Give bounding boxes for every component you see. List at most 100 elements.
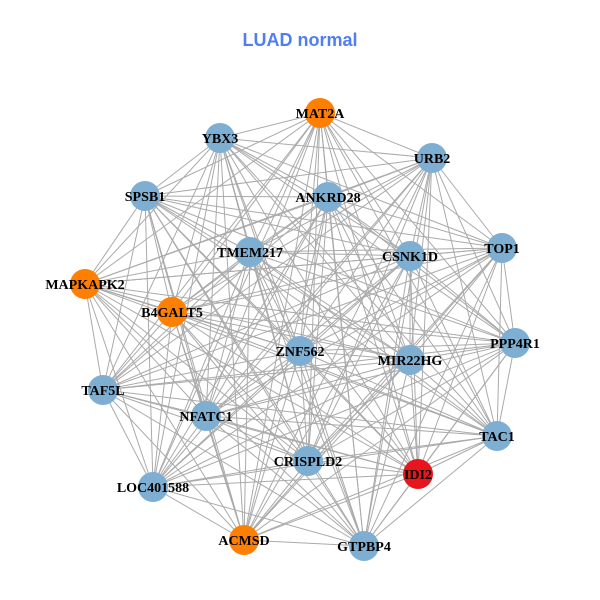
node-ankrd28[interactable] [313,182,343,212]
edge-YBX3-PPP4R1 [219,137,516,344]
node-label: SPSB1 [125,190,165,205]
edge-B4GALT5-TAC1 [171,311,498,437]
edge-ACMSD-GTPBP4 [243,539,365,547]
edge-TOP1-TAF5L [102,247,503,391]
node-mir22hg[interactable] [395,345,425,375]
edge-ANKRD28-MAPKAPK2 [84,196,329,285]
node-label: TAC1 [479,430,515,445]
node-label: CRISPLD2 [274,455,342,470]
edge-ZNF562-NFATC1 [205,350,301,417]
node-tmem217[interactable] [235,237,265,267]
edge-MIR22HG-GTPBP4 [363,359,411,547]
edge-B4GALT5-TAF5L [102,311,173,391]
node-crispld2[interactable] [293,446,323,476]
node-ppp4r1[interactable] [500,328,530,358]
node-mat2a[interactable] [305,98,335,128]
edge-ZNF562-TAF5L [102,350,301,391]
edge-TMEM217-MAPKAPK2 [84,251,251,285]
node-label: MIR22HG [378,354,443,369]
edge-ZNF562-IDI2 [299,350,419,475]
edge-TAC1-GTPBP4 [363,435,498,547]
edge-CSNK1D-PPP4R1 [409,255,516,344]
edge-CRISPLD2-GTPBP4 [307,460,365,547]
edge-MAPKAPK2-TAF5L [84,283,104,391]
node-label: B4GALT5 [141,306,203,321]
edge-CSNK1D-LOC401588 [152,255,411,488]
edge-TOP1-IDI2 [417,247,503,475]
edge-YBX3-B4GALT5 [171,137,221,313]
edge-SPSB1-ANKRD28 [144,195,329,198]
edge-MAT2A-TMEM217 [249,112,321,253]
node-label: IDI2 [404,468,432,483]
node-tac1[interactable] [482,421,512,451]
edge-MAT2A-TOP1 [319,112,503,249]
node-spsb1[interactable] [130,181,160,211]
edge-PPP4R1-CRISPLD2 [307,342,516,462]
node-taf5l[interactable] [88,375,118,405]
node-loc401588[interactable] [138,472,168,502]
edge-URB2-TAC1 [431,157,498,437]
node-acmsd[interactable] [229,525,259,555]
edge-CSNK1D-B4GALT5 [171,255,411,313]
edge-ANKRD28-CSNK1D [327,196,411,257]
edge-URB2-TAF5L [102,157,433,391]
edge-MAPKAPK2-NFATC1 [84,283,207,417]
node-ybx3[interactable] [205,123,235,153]
edge-MAPKAPK2-PPP4R1 [84,283,516,344]
edge-YBX3-TOP1 [219,137,503,249]
edge-B4GALT5-CRISPLD2 [171,311,309,462]
edge-SPSB1-LOC401588 [144,195,154,488]
edge-TMEM217-TAC1 [249,251,498,437]
edge-SPSB1-B4GALT5 [144,195,173,313]
edge-TOP1-MIR22HG [409,247,503,361]
node-gtpbp4[interactable] [349,531,379,561]
node-label: ANKRD28 [295,191,360,206]
node-label: LOC401588 [117,481,189,496]
edge-TMEM217-IDI2 [249,251,419,475]
node-csnk1d[interactable] [395,241,425,271]
edge-SPSB1-MAPKAPK2 [84,195,146,285]
edge-MAPKAPK2-MIR22HG [84,283,411,361]
node-znf562[interactable] [285,336,315,366]
edge-B4GALT5-ZNF562 [171,311,301,352]
edge-ZNF562-CRISPLD2 [299,350,309,462]
edge-NFATC1-CRISPLD2 [205,415,309,462]
edge-ANKRD28-TOP1 [327,196,503,249]
edge-TMEM217-CRISPLD2 [249,251,309,462]
node-idi2[interactable] [403,459,433,489]
edge-TAF5L-TAC1 [102,389,498,437]
edge-ZNF562-TAC1 [299,350,498,437]
node-b4galt5[interactable] [157,297,187,327]
edge-ANKRD28-LOC401588 [152,196,329,488]
node-urb2[interactable] [417,143,447,173]
edge-CRISPLD2-ACMSD [243,460,309,541]
node-label: MAT2A [296,107,346,122]
node-label: GTPBP4 [337,540,391,555]
node-nfatc1[interactable] [191,401,221,431]
edge-URB2-ACMSD [243,157,433,541]
edge-URB2-CSNK1D [409,157,433,257]
edge-CSNK1D-MAPKAPK2 [84,255,411,285]
edge-CRISPLD2-LOC401588 [152,460,309,488]
node-label: YBX3 [202,132,239,147]
edge-MAT2A-SPSB1 [144,112,321,197]
edge-MAT2A-TAC1 [319,112,498,437]
edge-TMEM217-NFATC1 [205,251,251,417]
node-label: NFATC1 [179,410,232,425]
node-label: PPP4R1 [490,337,540,352]
edge-TAF5L-ACMSD [102,389,245,541]
node-top1[interactable] [487,233,517,263]
node-label: ZNF562 [276,345,325,360]
edge-TOP1-GTPBP4 [363,247,503,547]
edge-ANKRD28-NFATC1 [205,196,329,417]
edge-MAPKAPK2-GTPBP4 [84,283,365,547]
edge-ANKRD28-CRISPLD2 [307,196,329,462]
edge-MIR22HG-CRISPLD2 [307,359,411,462]
edge-CSNK1D-ACMSD [243,255,411,541]
node-mapkapk2[interactable] [70,269,100,299]
edge-MAT2A-YBX3 [219,112,321,139]
edge-ZNF562-GTPBP4 [299,350,365,547]
edge-TOP1-B4GALT5 [171,247,503,313]
edge-ANKRD28-MIR22HG [327,196,411,361]
edge-TAC1-ACMSD [243,435,498,541]
